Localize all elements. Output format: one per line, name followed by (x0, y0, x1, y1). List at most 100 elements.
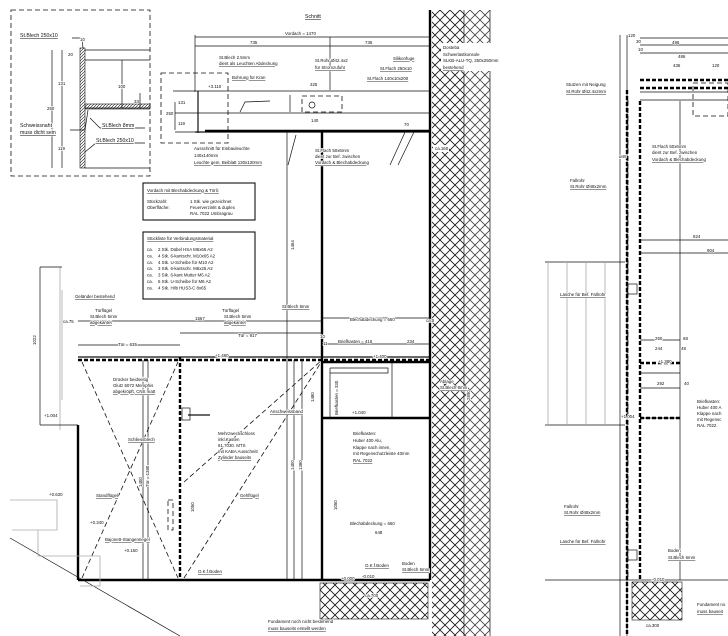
label: St.Flach 250x10 (380, 66, 412, 71)
drawing-label: +1.004 (44, 413, 58, 418)
info-value: 1 Stk. wie gezeichnet (190, 199, 232, 204)
label: Vordach & Blechabdeckung (315, 160, 370, 165)
dim: 140 (311, 118, 319, 123)
parts-item: 3 Stk. 6-kantschr. M6x25 A2 (158, 266, 213, 271)
dim: 70 (404, 122, 409, 127)
drawing-label: 1380 (298, 460, 303, 470)
label: St.Rohr Ø42.4x2 (315, 58, 348, 63)
label: St.Blech 250x10 (96, 138, 134, 144)
dim: Vordach = 1470 (285, 31, 316, 36)
label: St.Flach 140x10x200 (367, 76, 409, 81)
drawing-label: +0.160 (124, 548, 138, 553)
drawing-label: abgekantet (90, 320, 113, 325)
drawing-label: 244 (655, 346, 663, 351)
drawing-label: Schliessblech (128, 437, 155, 442)
dim: 250 (47, 106, 55, 111)
drawing-label: 250 (655, 336, 663, 341)
drawing-label: St.Blech 5mm (90, 314, 118, 319)
drawing-label: 234 (407, 339, 415, 344)
label: Schwerlastkonsole (443, 52, 480, 57)
parts-item: 4 Stk. Hilti HUS3-C 8x65 (158, 285, 207, 290)
drawing-label: St.Blech 6mm (282, 304, 310, 309)
drawing-label: O.K.f.Boden (365, 563, 389, 568)
front-elevation: Geländer bestehendca.75TürflügelSt.Blech… (9, 266, 472, 636)
drawing-label: Stutzen mit Neigung (566, 82, 606, 87)
drawing-label: abgekantet (224, 320, 247, 325)
drawing-label: Fundament no (697, 602, 726, 607)
dim: ca.160 (435, 146, 449, 151)
drawing-label: St.Blech 5mm (224, 314, 252, 319)
drawing-label: Klappe nach (697, 411, 722, 416)
drawing-label: 486 (678, 54, 686, 59)
drawing-label: Drücker beidseitig (113, 377, 149, 382)
dim: 33 (134, 99, 139, 104)
drawing-label: 10 (638, 47, 643, 52)
parts-item: 6 Stk. U-Scheibe für M6 A2 (158, 279, 212, 284)
label: Ausschnitt für Einbauleuchte (194, 146, 250, 151)
dim: 100 (118, 84, 126, 89)
label: Schweissnaht (20, 123, 53, 129)
parts-qty: ca. (147, 273, 153, 278)
label: dient zur Bef. zwischen (315, 154, 361, 159)
drawing-label: 1022 (32, 335, 37, 345)
drawing-label: +0.630 (49, 492, 63, 497)
drawing-label: 2890 (466, 390, 471, 400)
parts-item: 4 Stk. U-Scheibe für M10 A2 (158, 260, 214, 265)
dim: 119 (178, 121, 186, 126)
drawing-label: Briefkasten: (697, 399, 720, 404)
drawing-label: St.Blech 8mm (440, 385, 468, 390)
drawing-label: ca.75 (63, 319, 74, 324)
dim: 325 (310, 82, 318, 87)
drawing-label: Tür = 635 (118, 342, 137, 347)
drawing-label: Lasche für Bef. Fallrohr (560, 292, 606, 297)
drawing-label: Ablage (440, 379, 454, 384)
drawing-label: inkl.Kasten (218, 437, 240, 442)
parts-item: 2 Stk. Dübel HSA M6x65 A2 (158, 247, 213, 252)
label: dient als Leuchten Abdeckung (219, 61, 278, 66)
detail-labels: St.Blech 250x10 10 20 131 250 100 33 119… (19, 32, 140, 152)
drawing-label: Zylinder bauseits (218, 455, 252, 460)
parts-qty: ca. (147, 279, 153, 284)
drawing-label: St.Rohr Ø48x2mm (564, 510, 601, 515)
dim: 1464 (290, 240, 295, 250)
drawing-label: O.K.f.Boden (198, 569, 222, 574)
drawing-label: Mehrzweckschloss (218, 431, 256, 436)
info-box: Vordach mit Blechabdeckung & Törli: Stüc… (142, 182, 256, 221)
dim: 735 (365, 40, 373, 45)
label: St.Blech 8mm (102, 123, 134, 129)
drawing-label: abgekröpft, CNS matt (113, 389, 156, 394)
drawing-label: 1480 (310, 392, 315, 402)
drawing-label: 824 (693, 234, 701, 239)
drawing-label: ca.300 (646, 623, 660, 628)
parts-item: 3 Stk. 6-kant Mutter M6 A2 (158, 273, 211, 278)
dim: 119 (58, 146, 66, 151)
drawing-label: Anschweissband (270, 409, 304, 414)
drawing-label: Blechabdeckung = 660 (350, 521, 395, 526)
canopy-section: Schnitt Vordach = 1470 735 735 St.Blech … (160, 13, 500, 580)
weld-detail: St.Blech 250x10 10 20 131 250 100 33 119… (10, 9, 151, 177)
drawing-label: Fallrohr (570, 178, 585, 183)
dim: 20 (68, 52, 73, 57)
drawing-label: 11 (323, 341, 328, 346)
drawing-label: St.Flach 50x6mm (652, 144, 687, 149)
label: Leuchte gem. Beiblatt 130x130mm (194, 160, 262, 165)
drawing-label: +1.480 (215, 353, 229, 358)
parts-title: Stückliste für Verbindungsmaterial (147, 236, 213, 241)
drawing-label: +1.400 (373, 354, 387, 359)
drawing-label: ø48 (619, 154, 627, 159)
level: +3.110 (208, 84, 222, 89)
drawing-label: 292 (657, 381, 665, 386)
drawing-label: 1567 (195, 316, 205, 321)
label: für Stromzufuhr (315, 65, 346, 70)
drawing-label: Fallrohr (564, 504, 579, 509)
label: SLKB-ALU-TQ, 250x250mm (443, 58, 499, 63)
drawing-label: muss bauseits erstellt werden (268, 626, 326, 631)
label: Dosteba (443, 45, 460, 50)
drawing-label: St.Rohr Ø48x2mm (570, 184, 607, 189)
drawing-label: 1050 (190, 502, 195, 512)
parts-item: 4 Stk. 6-kantschr. M10x65 A2 (158, 253, 216, 258)
dim: 10 (80, 37, 85, 42)
drawing-label: Tür = 1380 (145, 465, 150, 487)
drawing-label: Gehflügel (240, 493, 259, 498)
